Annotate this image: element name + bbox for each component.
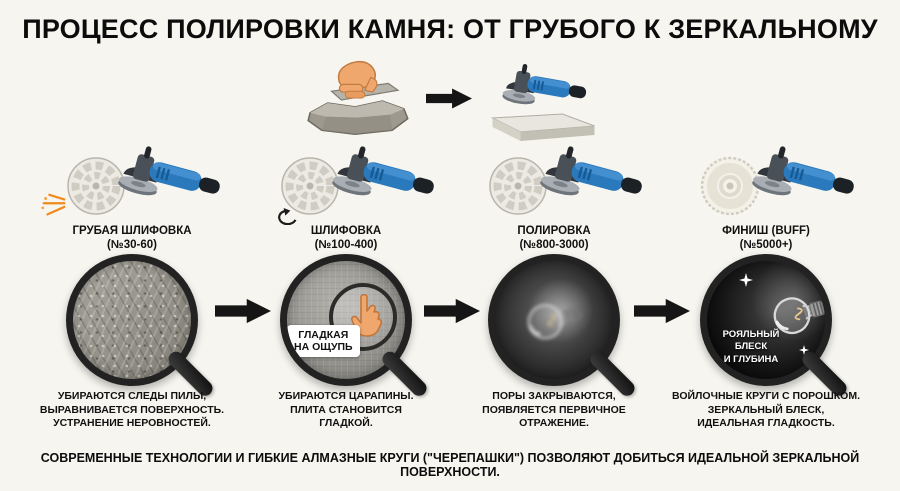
stage-grit: (№100-400) (314, 239, 378, 252)
magnifier (488, 254, 638, 399)
stage-description-line: ВЫРАВНИВАЕТСЯ ПОВЕРХНОСТЬ. (39, 403, 225, 416)
flow-arrow-icon (215, 298, 271, 324)
stage-label: ШЛИФОВКА (№100-400) (240, 224, 452, 253)
gloss-label-line: И ГЛУБИНА (723, 353, 779, 365)
angle-grinder-icon (116, 141, 226, 214)
stage-name: ШЛИФОВКА (310, 225, 382, 237)
stage-1-rough-grinding: ГРУБАЯ ШЛИФОВКА (№30-60) УБИРАЮТСЯ СЛЕДЫ… (26, 141, 238, 448)
stage-description-line: ПОРЫ ЗАКРЫВАЮТСЯ, (492, 390, 616, 402)
stage-description: УБИРАЮТСЯ СЛЕДЫ ПИЛЫ, ВЫРАВНИВАЕТСЯ ПОВЕ… (16, 390, 248, 431)
angle-grinder-icon (538, 141, 648, 214)
stage-tools (26, 141, 238, 222)
flow-arrow-icon (634, 298, 690, 324)
rotation-arrow-icon (278, 208, 297, 225)
grinder-on-slab-icon (490, 61, 595, 141)
stage-4-finish-buff: ФИНИШ (BUFF) (№5000+) РОЯЛЬНЫЙ БЛЕСК И Г… (660, 141, 872, 448)
stage-description-line: ОТРАЖЕНИЕ. (519, 417, 589, 430)
flow-arrow-icon (424, 298, 480, 324)
stage-description-line: УБИРАЮТСЯ СЛЕДЫ ПИЛЫ, (57, 390, 207, 402)
stage-label: ПОЛИРОВКА (№800-3000) (448, 224, 660, 253)
stage-description: ВОЙЛОЧНЫЕ КРУГИ С ПОРОШКОМ. ЗЕРКАЛЬНЫЙ Б… (650, 390, 882, 431)
stage-name: ФИНИШ (BUFF) (722, 225, 810, 237)
sparks-icon (41, 193, 66, 216)
stage-name: ГРУБАЯ ШЛИФОВКА (72, 225, 192, 237)
smooth-to-touch-label: ГЛАДКАЯ НА ОЩУПЬ (287, 325, 360, 358)
stage-description: УБИРАЮТСЯ ЦАРАПИНЫ. ПЛИТА СТАНОВИТСЯ ГЛА… (230, 390, 462, 431)
sparkle-icon (739, 273, 753, 287)
stage-grit: (№5000+) (739, 239, 793, 252)
magnifier: ГЛАДКАЯ НА ОЩУПЬ (280, 254, 430, 399)
blurred-bulb-reflection-icon (524, 297, 587, 343)
stage-tools (660, 141, 872, 222)
hand-with-raw-stone-icon (307, 60, 409, 135)
piano-gloss-label: РОЯЛЬНЫЙ БЛЕСК И ГЛУБИНА (709, 329, 793, 366)
intro-illustration (298, 56, 610, 146)
stage-grit: (№800-3000) (519, 239, 589, 252)
magnifier: РОЯЛЬНЫЙ БЛЕСК И ГЛУБИНА (700, 254, 850, 399)
stage-description-line: УСТРАНЕНИЕ НЕРОВНОСТЕЙ. (53, 417, 211, 430)
stage-label: ФИНИШ (BUFF) (№5000+) (660, 224, 872, 253)
stage-description-line: ПЛИТА СТАНОВИТСЯ (290, 403, 402, 416)
magnifier (66, 254, 216, 399)
stage-description-line: ГЛАДКОЙ. (319, 417, 373, 430)
stage-description-line: ВОЙЛОЧНЫЕ КРУГИ С ПОРОШКОМ. (672, 390, 860, 402)
stage-description-line: ЗЕРКАЛЬНЫЙ БЛЕСК, (707, 403, 825, 416)
angle-grinder-icon (750, 141, 860, 214)
stage-3-polishing: ПОЛИРОВКА (№800-3000) ПОРЫ ЗАКРЫВАЮТСЯ, … (448, 141, 660, 448)
stage-description-line: ПОЯВЛЯЕТСЯ ПЕРВИЧНОЕ (482, 403, 626, 416)
stage-tools (240, 141, 452, 225)
angle-grinder-icon (330, 141, 440, 214)
smooth-label-line: НА ОЩУПЬ (294, 341, 353, 354)
stage-description-line: УБИРАЮТСЯ ЦАРАПИНЫ. (278, 390, 414, 402)
smooth-label-line: ГЛАДКАЯ (298, 329, 349, 341)
stage-2-grinding: ШЛИФОВКА (№100-400) ГЛАДКАЯ НА ОЩУПЬ УБИ… (240, 141, 452, 448)
footer-note: СОВРЕМЕННЫЕ ТЕХНОЛОГИИ И ГИБКИЕ АЛМАЗНЫЕ… (40, 451, 860, 479)
stage-name: ПОЛИРОВКА (517, 225, 591, 237)
stage-description-line: ИДЕАЛЬНАЯ ГЛАДКОСТЬ. (697, 417, 835, 430)
magnifier-lens-mirror-gloss: РОЯЛЬНЫЙ БЛЕСК И ГЛУБИНА (700, 254, 832, 386)
page-title: ПРОЦЕСС ПОЛИРОВКИ КАМНЯ: ОТ ГРУБОГО К ЗЕ… (22, 14, 878, 44)
stage-label: ГРУБАЯ ШЛИФОВКА (№30-60) (26, 224, 238, 253)
gloss-label-line: РОЯЛЬНЫЙ БЛЕСК (722, 329, 780, 353)
stage-tools (448, 141, 660, 222)
stage-description: ПОРЫ ЗАКРЫВАЮТСЯ, ПОЯВЛЯЕТСЯ ПЕРВИЧНОЕ О… (438, 390, 670, 431)
intro-arrow-right-icon (426, 88, 472, 109)
stage-grit: (№30-60) (107, 239, 157, 252)
